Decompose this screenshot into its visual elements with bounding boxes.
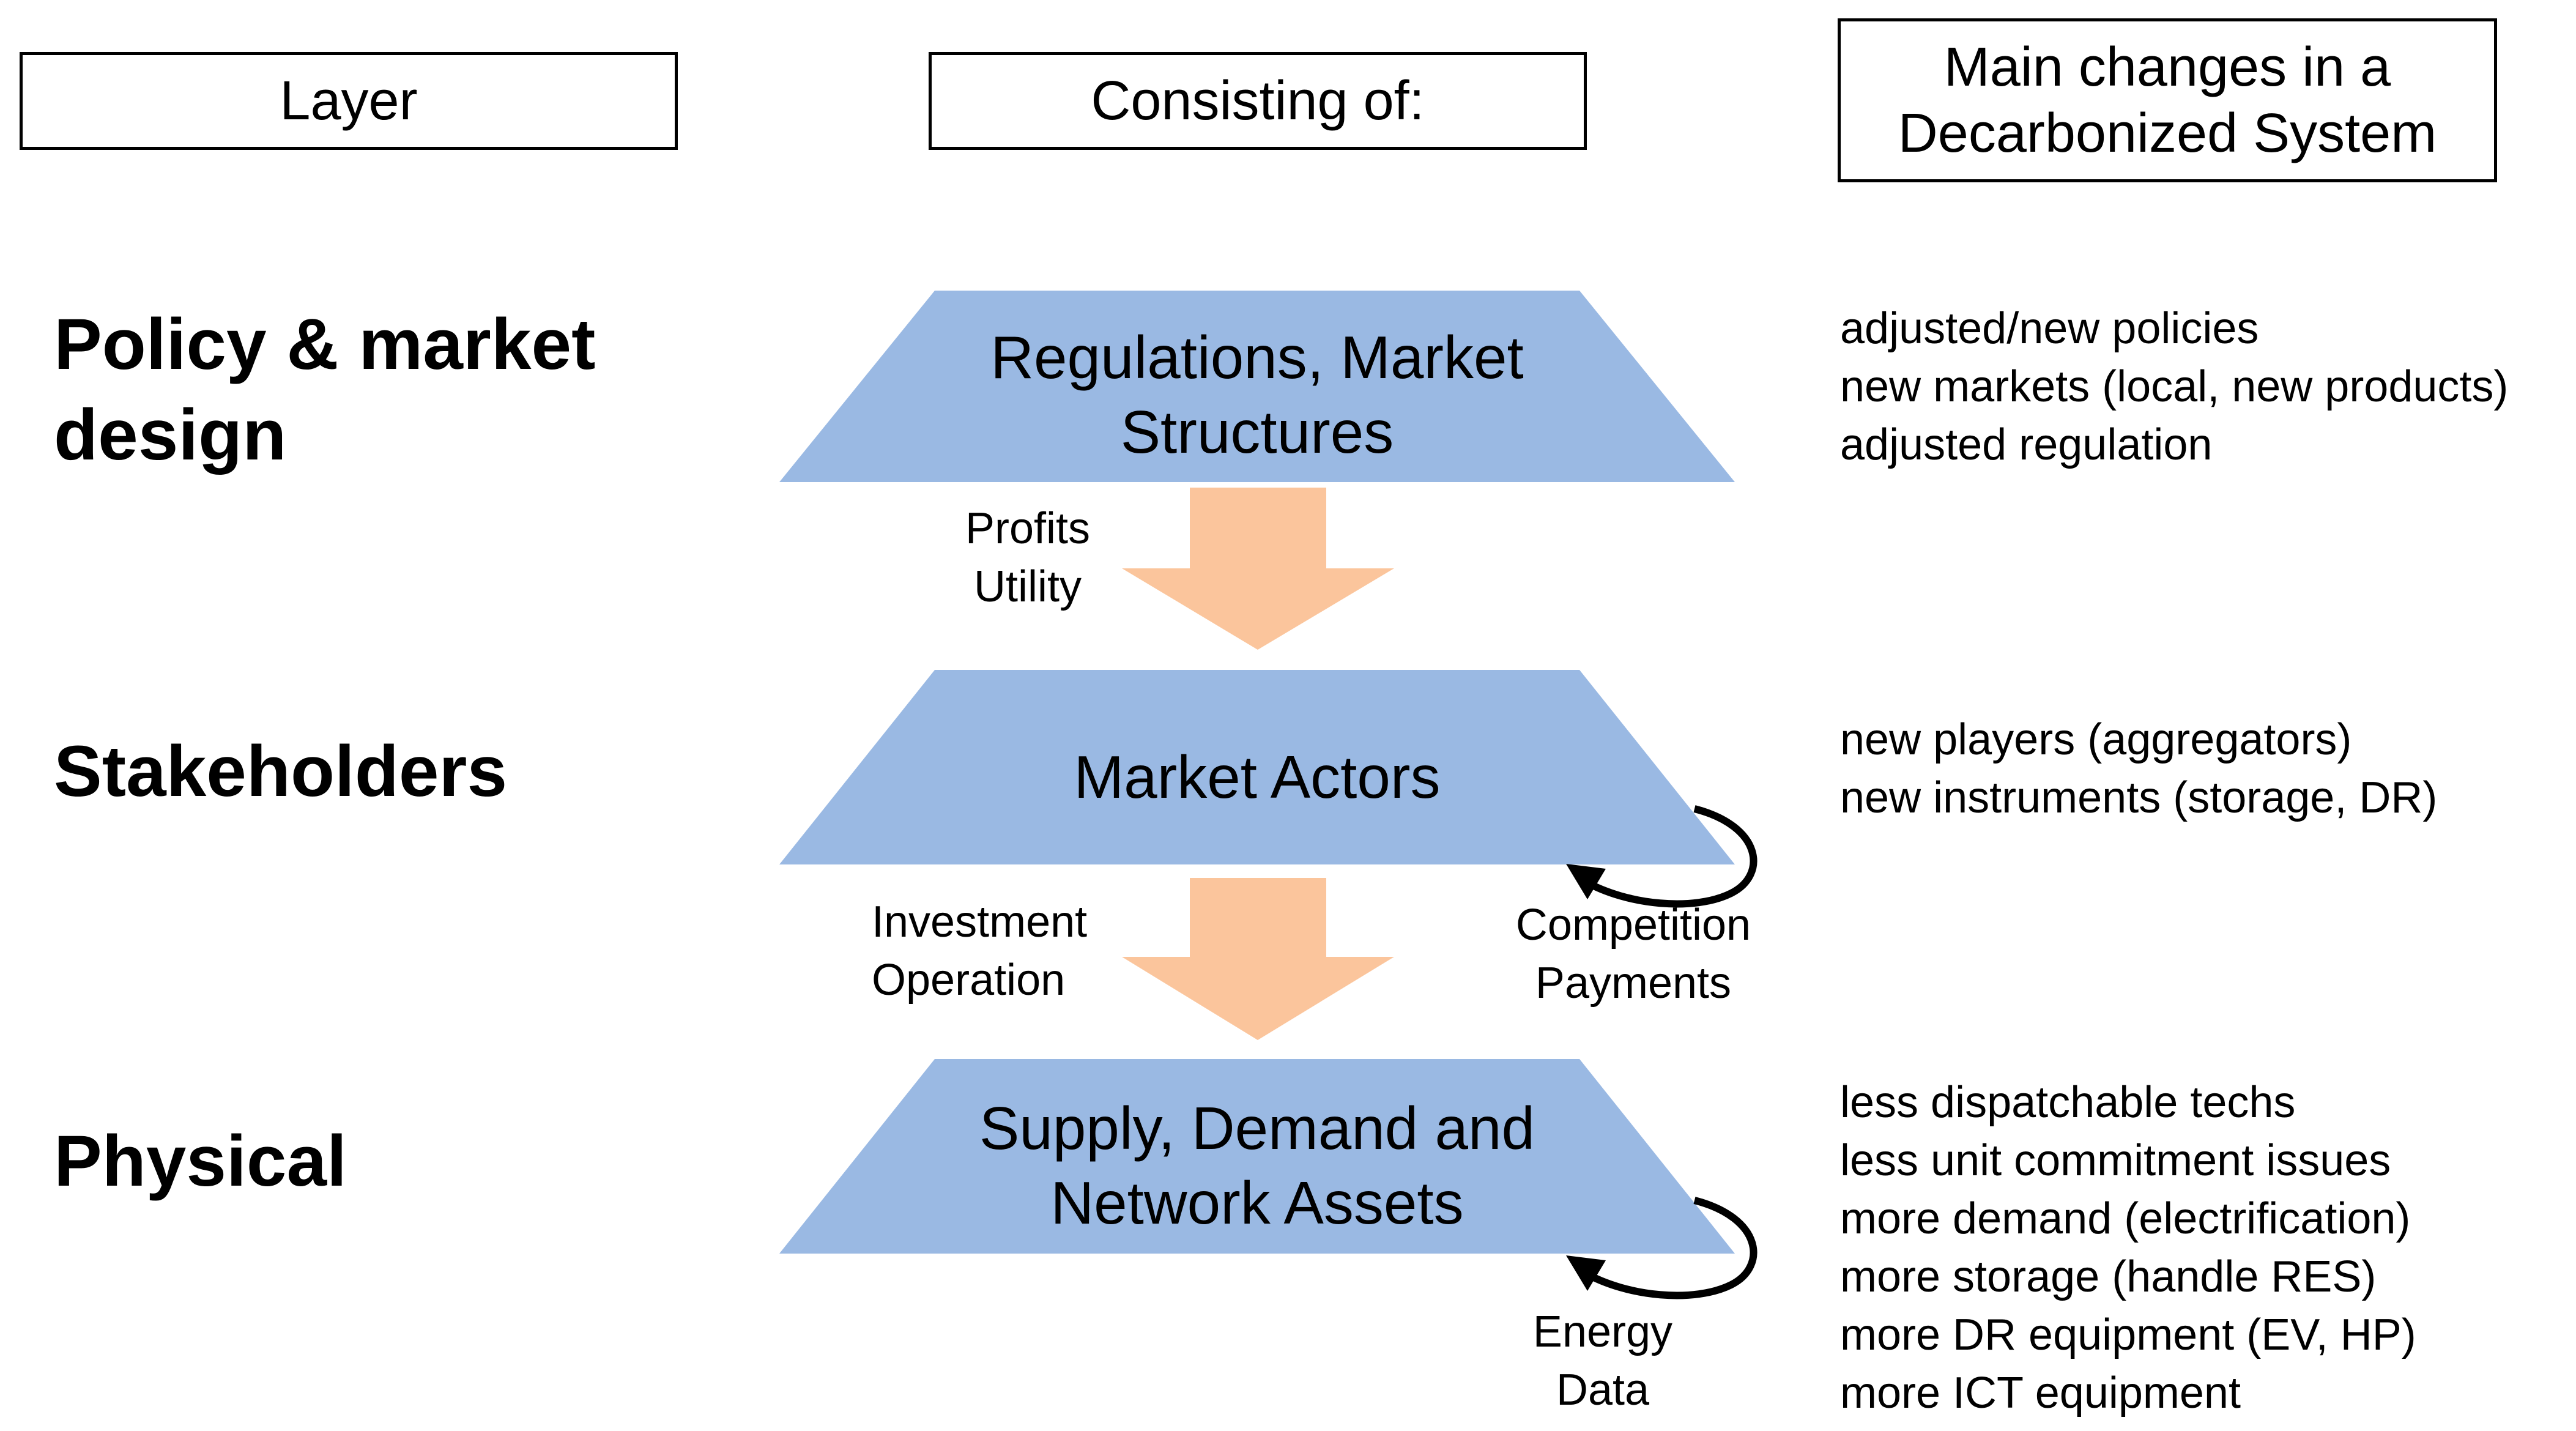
- header-layer: Layer: [20, 52, 678, 150]
- header-layer-text: Layer: [280, 70, 418, 132]
- loop-arrow-1-head: [1566, 864, 1606, 899]
- header-changes: Main changes in a Decarbonized System: [1838, 18, 2497, 182]
- list-item: new instruments (storage, DR): [1840, 773, 2438, 822]
- changes-policy: adjusted/new policies new markets (local…: [1840, 300, 2508, 474]
- changes-physical: less dispatchable techs less unit commit…: [1840, 1074, 2416, 1422]
- list-item: adjusted/new policies: [1840, 304, 2259, 353]
- down-arrow-1: [1122, 488, 1394, 650]
- down-arrow-2: [1122, 878, 1394, 1040]
- layer-name-physical: Physical: [54, 1121, 347, 1202]
- loop-arrow-2-head: [1566, 1255, 1606, 1291]
- list-item: new players (aggregators): [1840, 715, 2352, 764]
- list-item: new markets (local, new products): [1840, 362, 2509, 411]
- loop-label-energy-data: Energy Data: [1532, 1307, 1673, 1414]
- component-policy: Regulations, Market Structures: [990, 323, 1524, 466]
- list-item: more demand (electrification): [1840, 1194, 2411, 1243]
- list-item: less unit commitment issues: [1840, 1136, 2391, 1185]
- loop-arrow-2: [1583, 1197, 1758, 1299]
- header-consisting-text: Consisting of:: [1091, 70, 1425, 132]
- header-changes-line-1: Main changes in a: [1943, 37, 2391, 98]
- component-stakeholders: Market Actors: [1074, 743, 1441, 811]
- trapezoid-policy: [779, 291, 1735, 482]
- list-item: more storage (handle RES): [1840, 1252, 2377, 1301]
- trapezoid-stakeholders: [779, 670, 1735, 864]
- header-consisting: Consisting of:: [929, 52, 1587, 150]
- loop-label-competition-payments: Competition Payments: [1515, 901, 1751, 1008]
- list-item: more DR equipment (EV, HP): [1840, 1310, 2416, 1359]
- layer-name-policy: Policy & market design: [54, 304, 596, 475]
- layer-name-stakeholders: Stakeholders: [54, 731, 508, 812]
- list-item: more ICT equipment: [1840, 1369, 2241, 1418]
- flow-label-investment-operation: Investment Operation: [872, 898, 1088, 1005]
- list-item: adjusted regulation: [1840, 420, 2213, 469]
- list-item: less dispatchable techs: [1840, 1078, 2296, 1127]
- flow-label-profits-utility: Profits Utility: [965, 504, 1091, 611]
- header-changes-line-2: Decarbonized System: [1898, 103, 2437, 164]
- component-physical: Supply, Demand and Network Assets: [979, 1094, 1535, 1237]
- changes-stakeholders: new players (aggregators) new instrument…: [1840, 711, 2437, 827]
- loop-arrow-1: [1583, 805, 1758, 908]
- trapezoid-physical: [779, 1059, 1735, 1254]
